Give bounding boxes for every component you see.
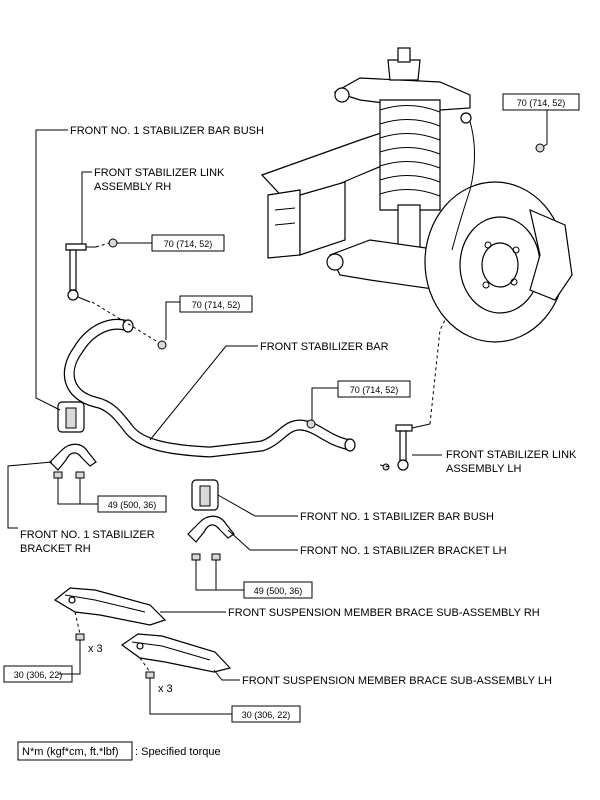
- bush-lh-illustration: [191, 479, 219, 511]
- stabilizer-link-lh-illustration: [382, 423, 431, 471]
- stabilizer-bar-illustration: [63, 318, 356, 458]
- bar-right-nut: [306, 419, 316, 429]
- label-link-rh-line1: FRONT STABILIZER LINK: [94, 167, 225, 179]
- legend-description: : Specified torque: [135, 746, 221, 758]
- torque-box-bar-right: 70 (714, 52): [337, 380, 411, 398]
- torque-box-bracket-lh: 49 (500, 36): [243, 581, 313, 599]
- label-bracket-rh-line2: BRACKET RH: [20, 543, 91, 555]
- label-bush-rh: FRONT NO. 1 STABILIZER BAR BUSH: [70, 125, 264, 137]
- brace-rh-multiplier: x 3: [88, 643, 103, 655]
- svg-text:49 (500, 36): 49 (500, 36): [254, 586, 303, 596]
- label-link-lh-line1: FRONT STABILIZER LINK: [446, 449, 577, 461]
- brace-lh-illustration: [120, 633, 232, 698]
- bush-rh-illustration: [57, 401, 85, 433]
- label-bracket-lh: FRONT NO. 1 STABILIZER BRACKET LH: [300, 545, 507, 557]
- svg-text:70 (714, 52): 70 (714, 52): [164, 239, 213, 249]
- torque-box-brace-lh: 30 (306, 22): [231, 705, 301, 723]
- label-brace-rh: FRONT SUSPENSION MEMBER BRACE SUB-ASSEMB…: [228, 607, 540, 619]
- link-rh-nut: [108, 238, 118, 248]
- svg-text:70 (714, 52): 70 (714, 52): [350, 385, 399, 395]
- label-brace-lh: FRONT SUSPENSION MEMBER BRACE SUB-ASSEMB…: [242, 675, 552, 687]
- torque-box-top-right: 70 (714, 52): [502, 93, 580, 111]
- stabilizer-link-rh-illustration: [65, 238, 118, 303]
- torque-box-link-rh: 70 (714, 52): [151, 234, 225, 252]
- suspension-assembly-illustration: [260, 47, 573, 343]
- svg-text:70 (714, 52): 70 (714, 52): [517, 98, 566, 108]
- svg-text:30 (306, 22): 30 (306, 22): [242, 710, 291, 720]
- label-link-lh-line2: ASSEMBLY LH: [446, 463, 521, 475]
- torque-legend: N*m (kgf*cm, ft.*lbf) : Specified torque: [17, 741, 221, 761]
- bar-left-nut: [157, 340, 167, 350]
- torque-box-brace-rh: 30 (306, 22): [3, 665, 73, 683]
- coil-spring: [379, 99, 441, 211]
- label-bush-lh: FRONT NO. 1 STABILIZER BAR BUSH: [300, 511, 494, 523]
- bracket-lh-illustration: [187, 515, 235, 578]
- torque-box-bracket-rh: 49 (500, 36): [97, 495, 167, 513]
- torque-box-bar-left: 70 (714, 52): [179, 295, 253, 313]
- svg-text:70 (714, 52): 70 (714, 52): [192, 300, 241, 310]
- brace-rh-illustration: [53, 587, 167, 660]
- label-stabilizer-bar: FRONT STABILIZER BAR: [260, 341, 389, 353]
- svg-text:49 (500, 36): 49 (500, 36): [108, 500, 157, 510]
- link-lh-nut: [382, 463, 390, 471]
- label-link-rh-line2: ASSEMBLY RH: [94, 181, 171, 193]
- svg-text:30 (306, 22): 30 (306, 22): [14, 670, 63, 680]
- leader-lines: [7, 110, 548, 715]
- bracket-rh-illustration: [49, 443, 97, 494]
- top-right-nut: [535, 143, 545, 153]
- brace-lh-multiplier: x 3: [158, 683, 173, 695]
- legend-unit: N*m (kgf*cm, ft.*lbf): [22, 746, 119, 758]
- label-bracket-rh-line1: FRONT NO. 1 STABILIZER: [20, 529, 155, 541]
